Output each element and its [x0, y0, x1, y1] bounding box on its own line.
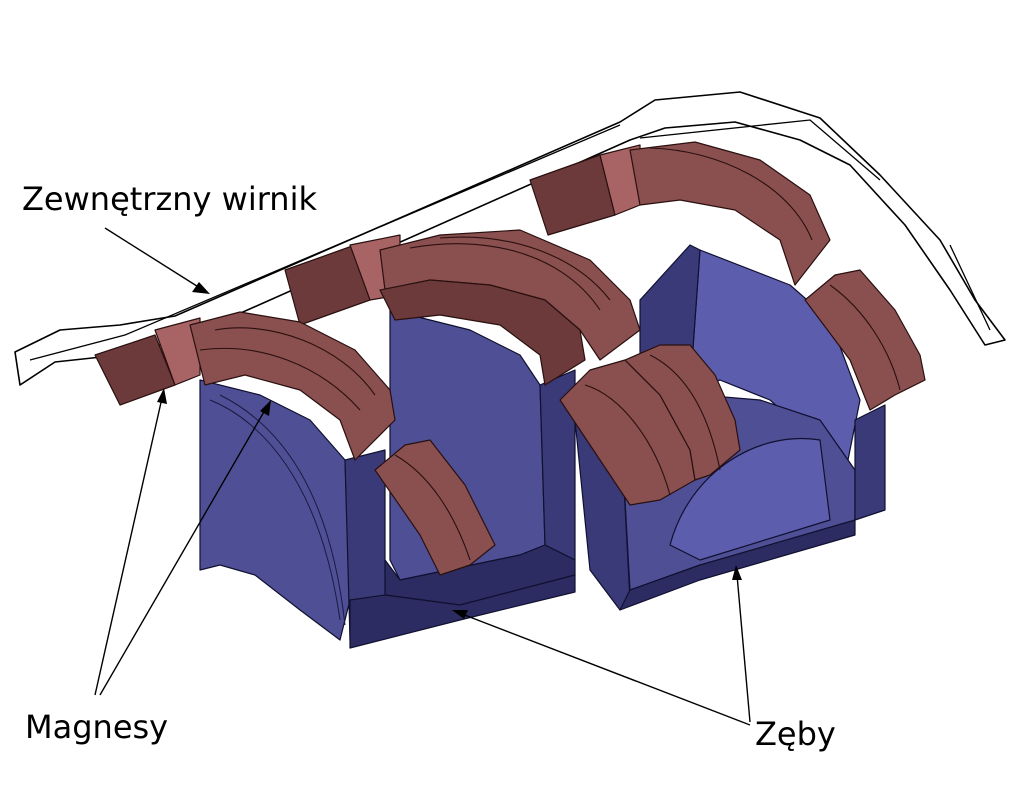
label-teeth: Zęby — [755, 715, 836, 753]
arrowhead-teeth-2 — [732, 565, 742, 580]
tooth-right-end — [854, 404, 886, 521]
magnets-group — [94, 141, 926, 576]
magnet-front-mid — [374, 439, 496, 576]
label-magnets: Magnesy — [25, 708, 168, 746]
magnet-front-left-1-side — [154, 317, 201, 386]
arrowhead-magnets-1 — [157, 388, 167, 404]
arrow-outer-rotor — [104, 227, 201, 289]
leader-lines — [94, 227, 751, 726]
magnet-back-2 — [629, 141, 831, 286]
arrowhead-outer-rotor — [192, 282, 210, 294]
tooth-right-bottom — [619, 519, 856, 611]
arrow-magnets-1 — [94, 397, 163, 696]
tooth-right-bore — [669, 438, 831, 561]
magnet-mid-front — [379, 279, 586, 386]
magnet-front-right-2 — [624, 344, 741, 481]
arrowhead-magnets-2 — [260, 400, 271, 416]
arrowhead-teeth-1 — [452, 610, 468, 619]
label-outer-rotor: Zewnętrzny wirnik — [22, 180, 317, 218]
arrow-teeth-1 — [461, 613, 751, 726]
arrow-magnets-2 — [99, 409, 266, 696]
arrow-teeth-2 — [736, 574, 751, 723]
tooth-left-face — [199, 379, 351, 641]
